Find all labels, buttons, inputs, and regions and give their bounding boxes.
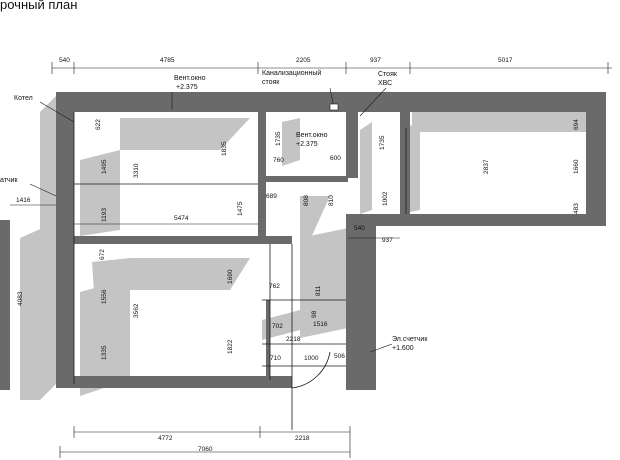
dim-top-3: 2205 <box>296 57 311 64</box>
label-sewer-2: стояк <box>262 79 280 86</box>
dim-inner-9: 760 <box>273 157 284 164</box>
dim-inner-21: 937 <box>382 237 393 244</box>
dim-inner-16: 2837 <box>483 159 490 174</box>
dim-inner-13: 810 <box>328 195 335 206</box>
label-riser-2: ХВС <box>378 80 392 87</box>
dim-inner-20: 540 <box>354 225 365 232</box>
label-vent-1-level: +2.375 <box>176 84 198 91</box>
wall-shadows <box>20 96 600 400</box>
dim-inner-32: 1822 <box>227 339 234 354</box>
dim-inner-22: 672 <box>99 249 106 260</box>
dim-inner-25: 1690 <box>227 269 234 284</box>
label-electric-meter-level: +1.600 <box>392 345 414 352</box>
dim-inner-34: 710 <box>270 355 281 362</box>
dim-inner-8: 689 <box>266 193 277 200</box>
dim-inner-18: 1660 <box>573 159 580 174</box>
dimension-lines <box>10 62 612 458</box>
dim-inner-7: 1475 <box>237 201 244 216</box>
dim-inner-28: 702 <box>272 323 283 330</box>
dim-inner-27: 811 <box>315 285 322 296</box>
dim-inner-36: 506 <box>334 353 345 360</box>
dim-inner-31: 1335 <box>101 345 108 360</box>
dim-inner-30: 98 <box>311 310 318 318</box>
dim-inner-5: 1193 <box>101 208 108 222</box>
dim-bottom-2: 2218 <box>295 435 310 442</box>
label-electric-meter: Эл.счетчик <box>392 336 428 343</box>
label-sewer-1: Канализационный <box>262 69 321 77</box>
label-riser-1: Стояк <box>378 71 398 78</box>
walls <box>0 92 606 390</box>
label-vent-2-level: +2.375 <box>296 141 318 148</box>
dim-inner-17: 694 <box>573 119 580 130</box>
dim-left-2: 4083 <box>17 291 24 306</box>
dim-inner-2: 1495 <box>101 159 108 174</box>
partitions <box>73 112 407 430</box>
dim-left-1: 1416 <box>16 197 31 204</box>
dim-top-4: 937 <box>370 57 381 64</box>
dim-bottom-1: 4772 <box>158 435 173 442</box>
dim-bottom-3: 7060 <box>198 446 213 453</box>
label-kotel: Котел <box>14 95 33 102</box>
dim-inner-29: 1516 <box>313 321 328 328</box>
dim-top-5: 5017 <box>498 57 513 64</box>
dim-inner-6: 5474 <box>174 215 189 222</box>
dim-inner-10: 600 <box>330 155 341 162</box>
dim-inner-33: 2218 <box>286 336 301 343</box>
dim-inner-19: 483 <box>573 203 580 214</box>
dim-inner-35: 1000 <box>304 355 319 362</box>
dim-inner-14: 1002 <box>382 191 389 206</box>
markers <box>29 87 393 353</box>
label-meter-left: атчик <box>0 177 19 184</box>
dim-inner-4: 1835 <box>221 141 228 156</box>
dim-inner-11: 1735 <box>275 131 282 146</box>
dim-inner-15: 1735 <box>379 135 386 150</box>
dim-inner-3: 3310 <box>133 163 140 178</box>
dim-inner-12: 808 <box>303 195 310 206</box>
dim-inner-24: 3562 <box>133 303 140 318</box>
dim-top-2: 4785 <box>160 57 175 64</box>
dim-inner-26: 762 <box>269 283 280 290</box>
dim-inner-23: 1556 <box>101 289 108 304</box>
page-title: рочный план <box>0 0 78 12</box>
label-vent-1: Вент.окно <box>174 75 206 82</box>
label-vent-2: Вент.окно <box>296 132 328 139</box>
dim-top-1: 540 <box>59 57 70 64</box>
dim-inner-1: 622 <box>95 119 102 130</box>
